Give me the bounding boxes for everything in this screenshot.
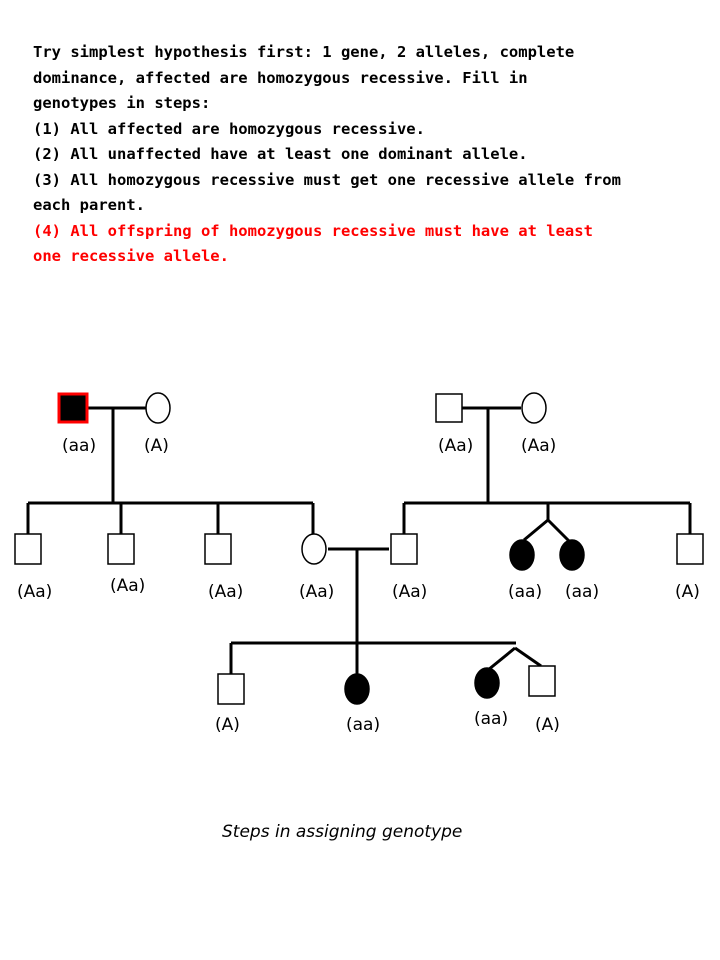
instruction-step-3-cont: each parent. <box>33 196 145 214</box>
affected-female <box>559 539 585 571</box>
affected-female <box>474 667 500 699</box>
unaffected-male <box>435 393 463 423</box>
instruction-line: genotypes in steps: <box>33 94 211 112</box>
genotype-label: (aa) <box>474 709 508 729</box>
unaffected-male <box>14 533 42 565</box>
affected-female <box>509 539 535 571</box>
genotype-label: (A) <box>675 582 700 602</box>
genotype-label: (Aa) <box>110 576 145 596</box>
unaffected-male <box>107 533 135 565</box>
unaffected-female <box>145 392 171 424</box>
genotype-label: (aa) <box>62 436 96 456</box>
unaffected-male <box>204 533 232 565</box>
affected-female <box>344 673 370 705</box>
instruction-step-3: (3) All homozygous recessive must get on… <box>33 170 621 189</box>
unaffected-female <box>521 392 547 424</box>
unaffected-male <box>390 533 418 565</box>
figure-caption: Steps in assigning genotype <box>222 822 463 842</box>
instruction-step-1: (1) All affected are homozygous recessiv… <box>33 119 425 138</box>
genotype-label: (aa) <box>346 715 380 735</box>
unaffected-male <box>676 533 704 565</box>
instruction-line: dominance, affected are homozygous reces… <box>33 68 528 87</box>
genotype-label: (A) <box>215 715 240 735</box>
genotype-label: (Aa) <box>17 582 52 602</box>
genotype-label: (Aa) <box>438 436 473 456</box>
instruction-step-2: (2) All unaffected have at least one dom… <box>33 145 528 163</box>
unaffected-male <box>528 665 556 697</box>
instruction-step-4: (4) All offspring of homozygous recessiv… <box>33 221 593 240</box>
instruction-step-4-cont: one recessive allele. <box>33 247 229 265</box>
unaffected-male <box>217 673 245 705</box>
unaffected-female <box>301 533 327 565</box>
genotype-label: (Aa) <box>392 582 427 602</box>
genotype-label: (Aa) <box>521 436 556 456</box>
genotype-label: (Aa) <box>299 582 334 602</box>
pedigree-lines <box>26 406 692 674</box>
affected-male-proband <box>57 392 89 424</box>
genotype-label: (aa) <box>508 582 542 602</box>
genotype-label: (Aa) <box>208 582 243 602</box>
instruction-line: Try simplest hypothesis first: 1 gene, 2… <box>33 43 575 61</box>
instructions-text: Try simplest hypothesis first: 1 gene, 2… <box>33 40 713 270</box>
genotype-label: (A) <box>535 715 560 735</box>
genotype-label: (aa) <box>565 582 599 602</box>
genotype-label: (A) <box>144 436 169 456</box>
